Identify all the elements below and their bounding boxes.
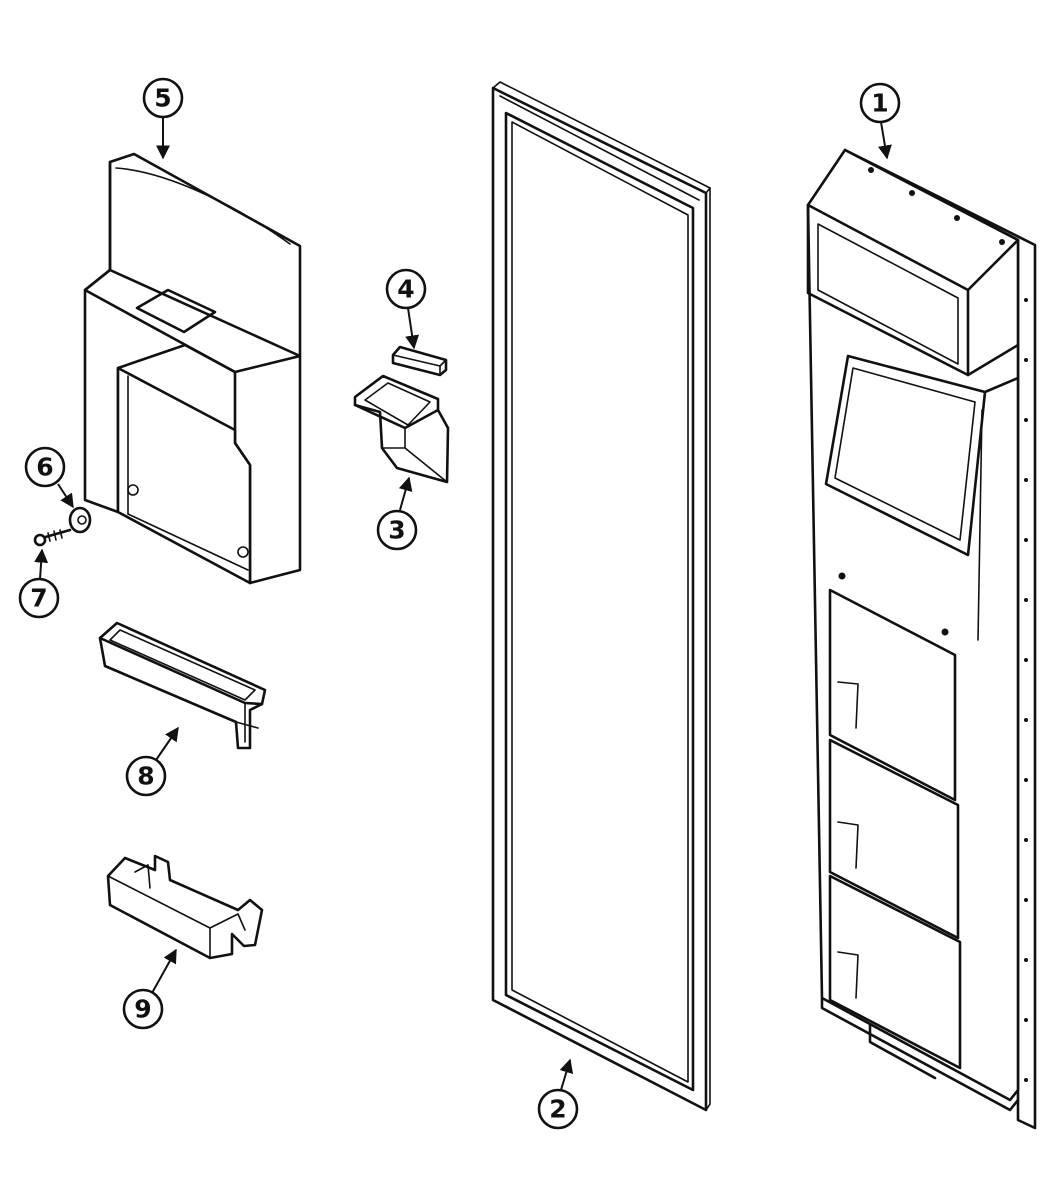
svg-text:2: 2: [549, 1095, 566, 1124]
callout-8: 8: [125, 726, 179, 797]
nut-part-6: [68, 506, 92, 534]
svg-text:8: 8: [137, 762, 154, 791]
screw-part-7: [33, 528, 72, 547]
callout-2: 2: [537, 1058, 579, 1130]
door-liner-part-1: [806, 148, 1037, 1130]
svg-text:9: 9: [134, 995, 151, 1024]
callout-4: 4: [385, 268, 427, 350]
callout-6: 6: [24, 446, 74, 509]
callout-5: 5: [142, 77, 184, 160]
callout-1: 1: [859, 82, 901, 160]
bar-part-4: [391, 345, 448, 377]
callout-9: 9: [122, 948, 177, 1030]
bracket-part-9: [106, 854, 264, 960]
svg-text:6: 6: [36, 453, 53, 482]
callout-3: 3: [376, 476, 418, 551]
door-gasket-part-2: [491, 81, 711, 1112]
ice-chute-part-3: [353, 374, 450, 484]
callout-7: 7: [18, 548, 60, 619]
svg-text:4: 4: [397, 275, 414, 304]
svg-text:3: 3: [388, 516, 405, 545]
svg-text:5: 5: [154, 84, 171, 113]
svg-text:7: 7: [30, 584, 47, 613]
dispenser-cover-part-5: [83, 152, 302, 585]
door-bin-part-8: [98, 621, 267, 750]
svg-text:1: 1: [871, 89, 888, 118]
